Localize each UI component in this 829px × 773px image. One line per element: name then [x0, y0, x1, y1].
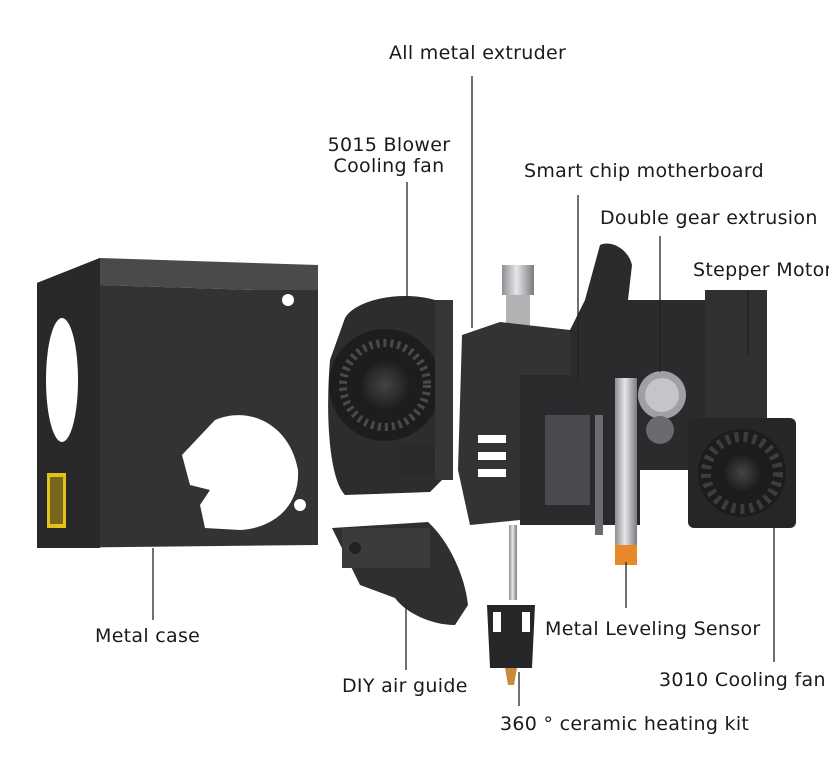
label-cooling-fan-3010: 3010 Cooling fan: [659, 669, 826, 691]
leveling-sensor-body: [615, 378, 637, 548]
label-smart-chip-motherboard: Smart chip motherboard: [524, 160, 764, 182]
label-stepper-motor: Stepper Motor: [693, 259, 829, 281]
leveling-sensor-tip: [615, 545, 637, 565]
label-metal-leveling-sensor: Metal Leveling Sensor: [545, 618, 761, 640]
label-blower-fan: 5015 Blower Cooling fan: [326, 135, 452, 177]
extruder-assembly: [458, 243, 796, 685]
air-guide: [332, 522, 468, 625]
label-metal-case: Metal case: [95, 625, 201, 647]
leader-lines: [152, 76, 775, 706]
label-diy-air-guide: DIY air guide: [342, 675, 468, 697]
label-all-metal-extruder: All metal extruder: [389, 42, 567, 64]
label-ceramic-heating-kit: 360 ° ceramic heating kit: [500, 713, 750, 735]
metal-case: [37, 258, 318, 548]
blower-fan: [328, 296, 453, 495]
nozzle: [505, 668, 517, 685]
label-double-gear-extrusion: Double gear extrusion: [600, 207, 818, 229]
label-blower-fan-line1: 5015 Blower: [327, 134, 451, 156]
label-blower-fan-line2: Cooling fan: [333, 155, 445, 177]
